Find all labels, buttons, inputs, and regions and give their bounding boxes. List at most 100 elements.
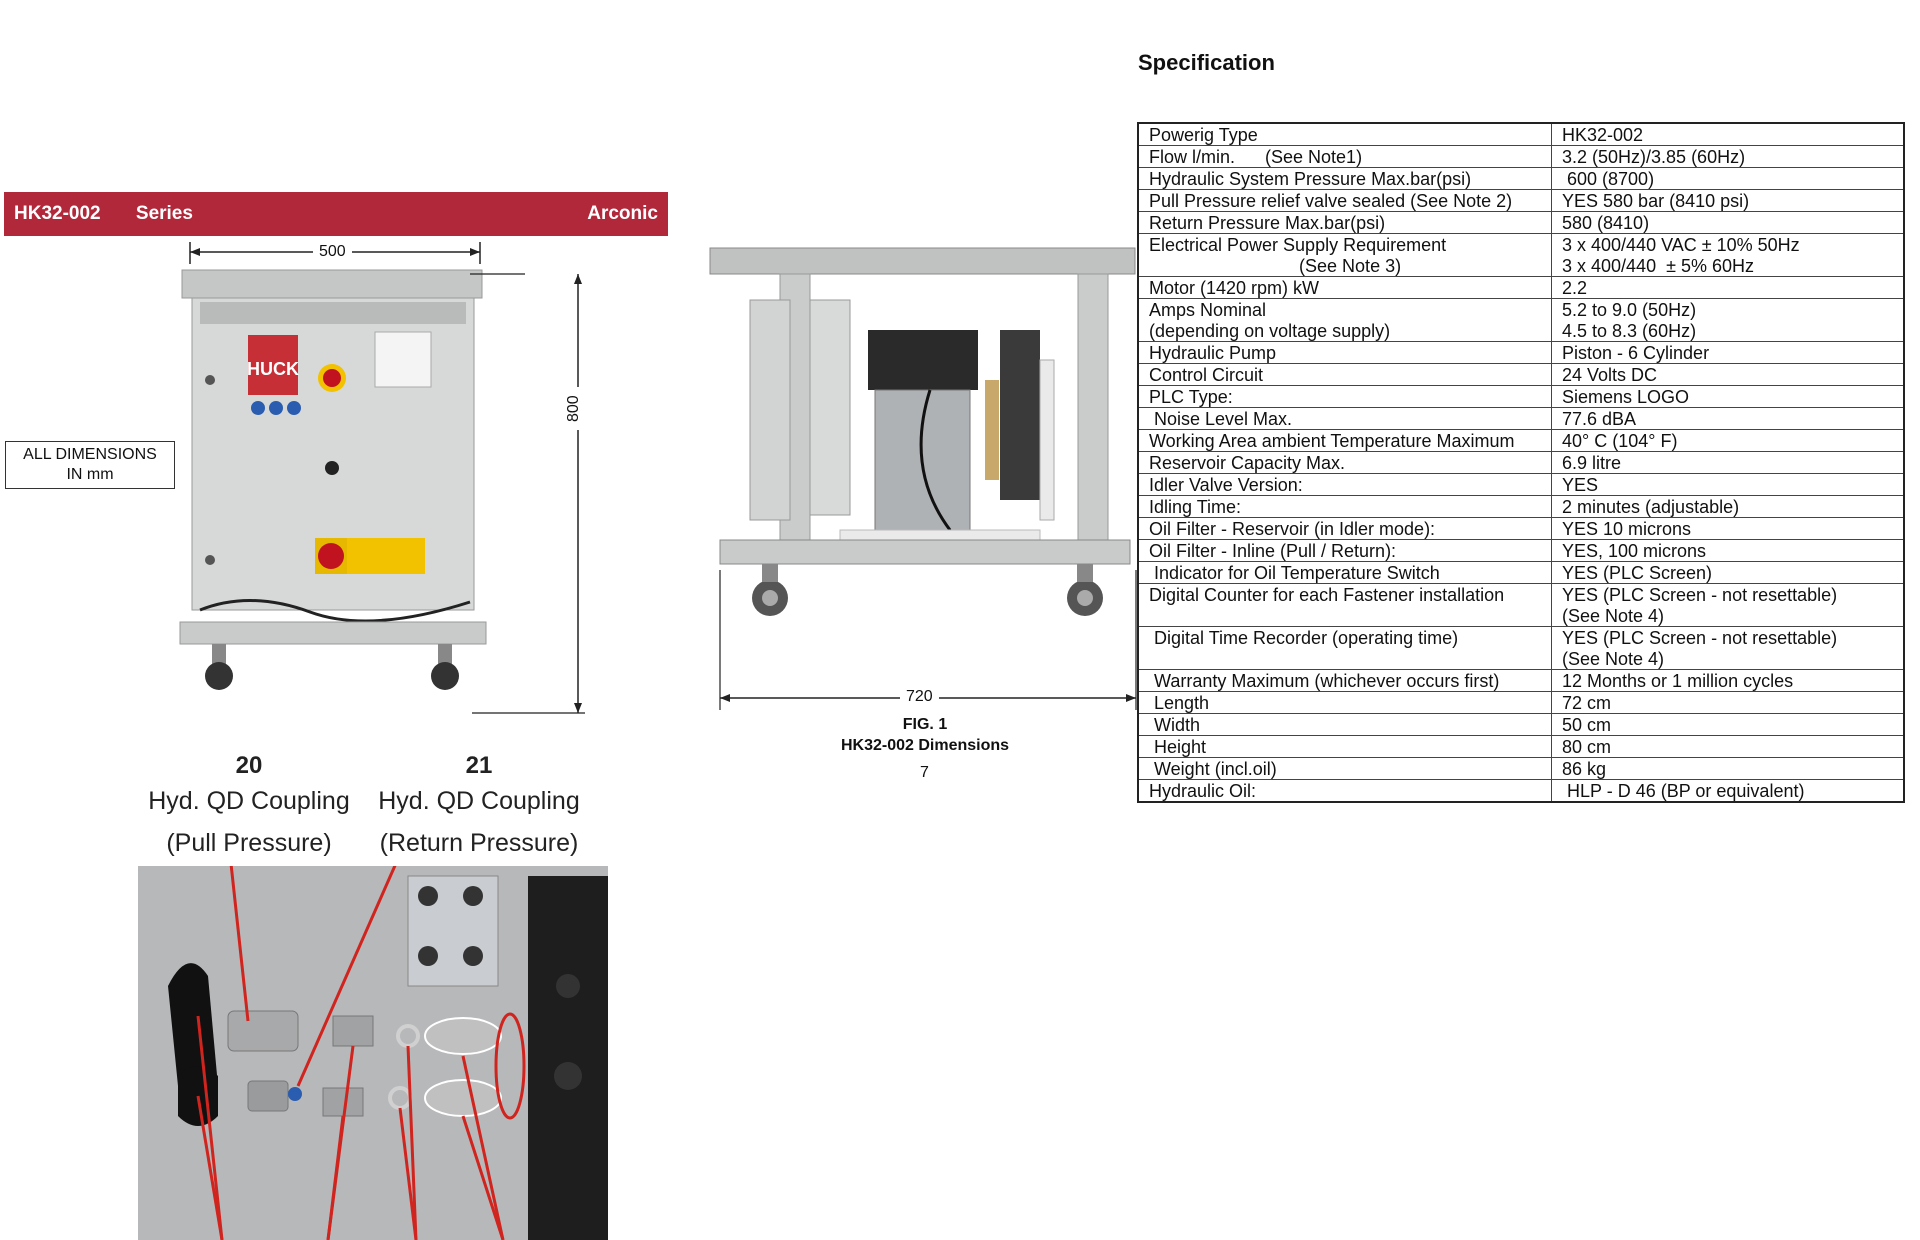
spec-value: YES, 100 microns	[1551, 539, 1904, 562]
spec-label: Motor (1420 rpm) kW	[1138, 276, 1552, 299]
spec-label: Flow l/min. (See Note1)	[1138, 145, 1552, 168]
spec-label: Hydraulic System Pressure Max.bar(psi)	[1138, 167, 1552, 190]
spec-value: Siemens LOGO	[1551, 385, 1904, 408]
spec-row: (See Note 4)	[1138, 648, 1904, 670]
spec-value: YES	[1551, 473, 1904, 496]
spec-label: Width	[1138, 713, 1552, 736]
spec-label: (See Note 3)	[1138, 255, 1552, 277]
spec-label: Oil Filter - Inline (Pull / Return):	[1138, 539, 1552, 562]
spec-value: 2.2	[1551, 276, 1904, 299]
spec-value: YES 580 bar (8410 psi)	[1551, 189, 1904, 212]
spec-label: Pull Pressure relief valve sealed (See N…	[1138, 189, 1552, 212]
spec-label: Noise Level Max.	[1138, 407, 1552, 430]
spec-label: Height	[1138, 735, 1552, 758]
spec-row: Electrical Power Supply Requirement 3 x 4…	[1138, 233, 1904, 255]
spec-row: (See Note 3)3 x 400/440 ± 5% 60Hz	[1138, 255, 1904, 277]
coupling-21-number: 21	[465, 752, 493, 779]
spec-row: Hydraulic System Pressure Max.bar(psi) 6…	[1138, 167, 1904, 190]
spec-value: 3 x 400/440 VAC ± 10% 50Hz	[1562, 235, 1800, 255]
spec-label: Powerig Type	[1138, 123, 1552, 146]
front-unit-illustration: HUCK	[179, 242, 585, 714]
spec-value: 4.5 to 8.3 (60Hz)	[1551, 320, 1904, 342]
spec-value: 580 (8410)	[1551, 211, 1904, 234]
spec-row: PLC Type:Siemens LOGO	[1138, 385, 1904, 408]
spec-value: YES (PLC Screen - not resettable)	[1562, 585, 1838, 605]
spec-label: Amps Nominal	[1138, 298, 1552, 320]
spec-row: Noise Level Max.77.6 dBA	[1138, 407, 1904, 430]
spec-value: 12 Months or 1 million cycles	[1551, 669, 1904, 692]
spec-value: 6.9 litre	[1551, 451, 1904, 474]
coupling-20-label: 20 Hyd. QD Coupling (Pull Pressure)	[134, 752, 364, 864]
spec-value: Piston - 6 Cylinder	[1551, 341, 1904, 364]
spec-label	[1138, 648, 1552, 670]
spec-value: 50 cm	[1551, 713, 1904, 736]
spec-row: (See Note 4)	[1138, 605, 1904, 627]
spec-label	[1138, 605, 1552, 627]
coupling-20-number: 20	[235, 752, 263, 779]
spec-row: Return Pressure Max.bar(psi)580 (8410)	[1138, 211, 1904, 234]
spec-value: 77.6 dBA	[1551, 407, 1904, 430]
spec-label: Length	[1138, 691, 1552, 714]
spec-row: Idling Time:2 minutes (adjustable)	[1138, 495, 1904, 518]
spec-row: Oil Filter - Reservoir (in Idler mode):Y…	[1138, 517, 1904, 540]
spec-value: 600 (8700)	[1551, 167, 1904, 190]
spec-value: YES (PLC Screen)	[1551, 561, 1904, 584]
side-unit-illustration	[709, 247, 1137, 710]
spec-label: Electrical Power Supply Requirement	[1138, 233, 1552, 255]
banner-brand: Arconic	[587, 203, 658, 224]
spec-value: HK32-002	[1551, 123, 1904, 146]
page-number: 7	[920, 764, 929, 781]
spec-row: Weight (incl.oil)86 kg	[1138, 757, 1904, 780]
spec-row: Reservoir Capacity Max.6.9 litre	[1138, 451, 1904, 474]
spec-value: 3.2 (50Hz)/3.85 (60Hz)	[1551, 145, 1904, 168]
figure-caption: HK32-002 Dimensions	[840, 737, 1010, 754]
spec-label: (depending on voltage supply)	[1138, 320, 1552, 342]
spec-value: 3 x 400/440 ± 5% 60Hz	[1551, 255, 1904, 277]
spec-value: 80 cm	[1551, 735, 1904, 758]
spec-label: Return Pressure Max.bar(psi)	[1138, 211, 1552, 234]
spec-label: Control Circuit	[1138, 363, 1552, 386]
all-dimensions-line2: IN mm	[66, 466, 114, 483]
all-dimensions-line1: ALL DIMENSIONS	[23, 446, 157, 463]
spec-title: Specification	[1138, 50, 1275, 75]
spec-value: HLP - D 46 (BP or equivalent)	[1551, 779, 1904, 803]
coupling-21-label: 21 Hyd. QD Coupling (Return Pressure)	[364, 752, 594, 864]
spec-value: 2 minutes (adjustable)	[1551, 495, 1904, 518]
spec-value: 5.2 to 9.0 (50Hz)	[1562, 300, 1697, 320]
spec-row: Working Area ambient Temperature Maximum…	[1138, 429, 1904, 452]
coupling-20-name: Hyd. QD Coupling	[148, 787, 350, 815]
spec-row: (depending on voltage supply)4.5 to 8.3 …	[1138, 320, 1904, 342]
spec-label: Working Area ambient Temperature Maximum	[1138, 429, 1552, 452]
spec-row: Digital Time Recorder (operating time)YE…	[1138, 626, 1904, 648]
spec-value: 40° C (104° F)	[1551, 429, 1904, 452]
coupling-21-name: Hyd. QD Coupling	[378, 787, 580, 815]
huck-logo	[248, 335, 298, 395]
coupling-photo	[138, 866, 608, 1240]
coupling-21-type: (Return Pressure)	[379, 829, 579, 857]
spec-label: Digital Time Recorder (operating time)	[1138, 626, 1552, 648]
banner-series: Series	[135, 203, 193, 224]
banner-model: HK32-002	[14, 203, 101, 224]
height-dimension: 800	[565, 387, 583, 430]
spec-label: PLC Type:	[1138, 385, 1552, 408]
spec-value: (See Note 4)	[1551, 605, 1904, 627]
spec-row: Idler Valve Version:YES	[1138, 473, 1904, 496]
spec-label: Reservoir Capacity Max.	[1138, 451, 1552, 474]
spec-label: Hydraulic Pump	[1138, 341, 1552, 364]
spec-row: Oil Filter - Inline (Pull / Return):YES,…	[1138, 539, 1904, 562]
spec-value: 72 cm	[1551, 691, 1904, 714]
spec-value: 86 kg	[1551, 757, 1904, 780]
spec-label: Weight (incl.oil)	[1138, 757, 1552, 780]
spec-value: YES 10 microns	[1551, 517, 1904, 540]
depth-dimension: 720	[900, 688, 939, 706]
spec-label: Oil Filter - Reservoir (in Idler mode):	[1138, 517, 1552, 540]
